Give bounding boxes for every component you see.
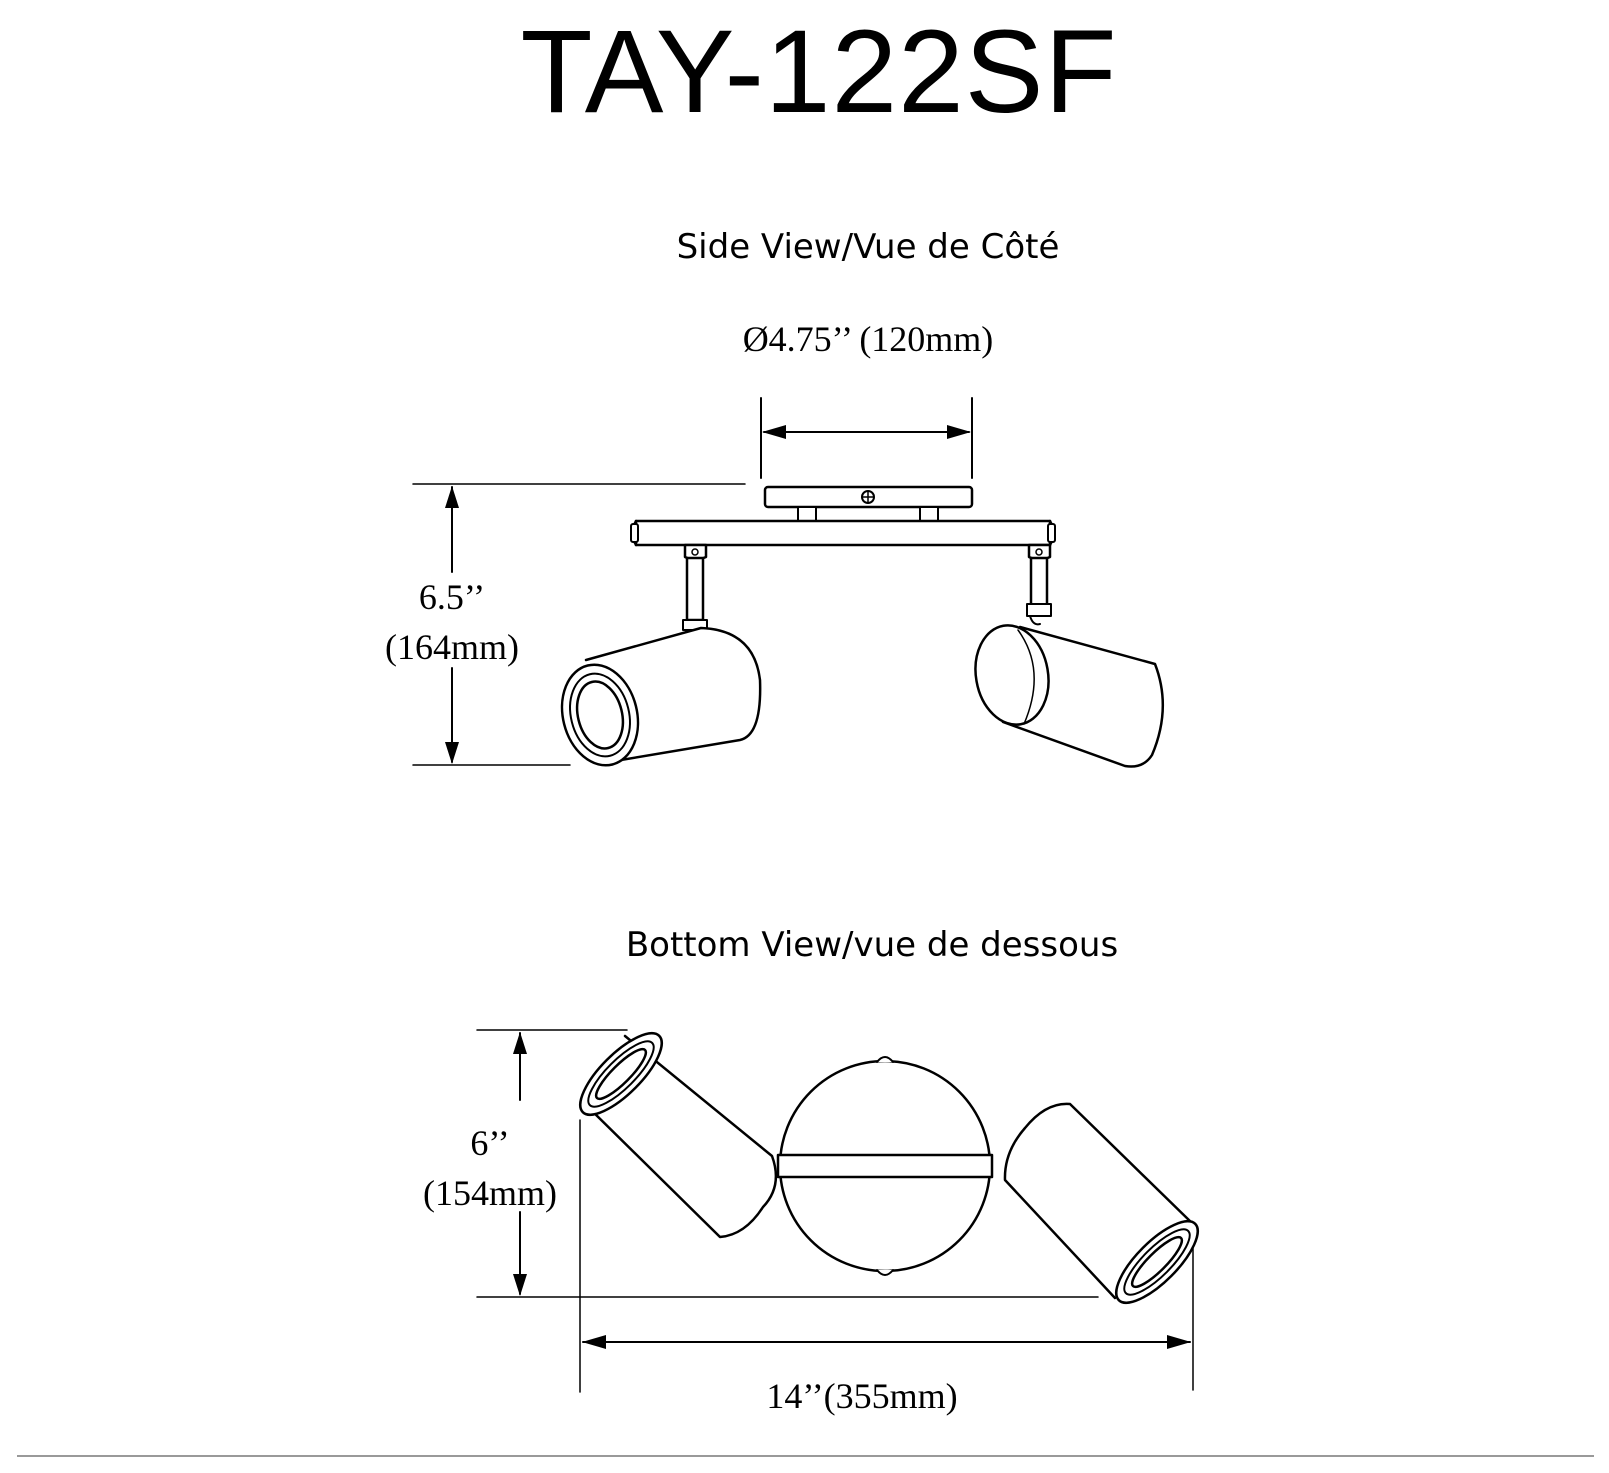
right-spotlight-side	[974, 624, 1164, 768]
bottom-depth-mm: (154mm)	[423, 1173, 557, 1213]
bottom-width-dimension	[579, 1119, 1194, 1393]
mounting-bar	[630, 519, 1056, 547]
bottom-width-label: 14’’(355mm)	[766, 1376, 957, 1416]
mounting-bar-bottom	[776, 1153, 994, 1179]
canopy-diameter-label: Ø4.75’’ (120mm)	[743, 319, 994, 359]
left-spotlight-side	[560, 626, 762, 767]
canopy-plate	[763, 485, 974, 528]
right-swivel-arm	[1026, 543, 1052, 626]
side-height-mm: (164mm)	[385, 627, 519, 667]
left-swivel-arm	[682, 543, 708, 637]
side-height-inches: 6.5’’	[419, 577, 485, 617]
model-title: TAY-122SF	[520, 6, 1117, 138]
side-height-dimension	[412, 483, 746, 766]
canopy-width-dimension	[760, 397, 973, 479]
bottom-depth-inches: 6’’	[470, 1123, 509, 1163]
right-spotlight-bottom	[1003, 1102, 1199, 1304]
bottom-view-label: Bottom View/vue de dessous	[626, 925, 1118, 965]
left-spotlight-bottom	[579, 1032, 778, 1239]
side-view-label: Side View/Vue de Côté	[677, 227, 1060, 267]
